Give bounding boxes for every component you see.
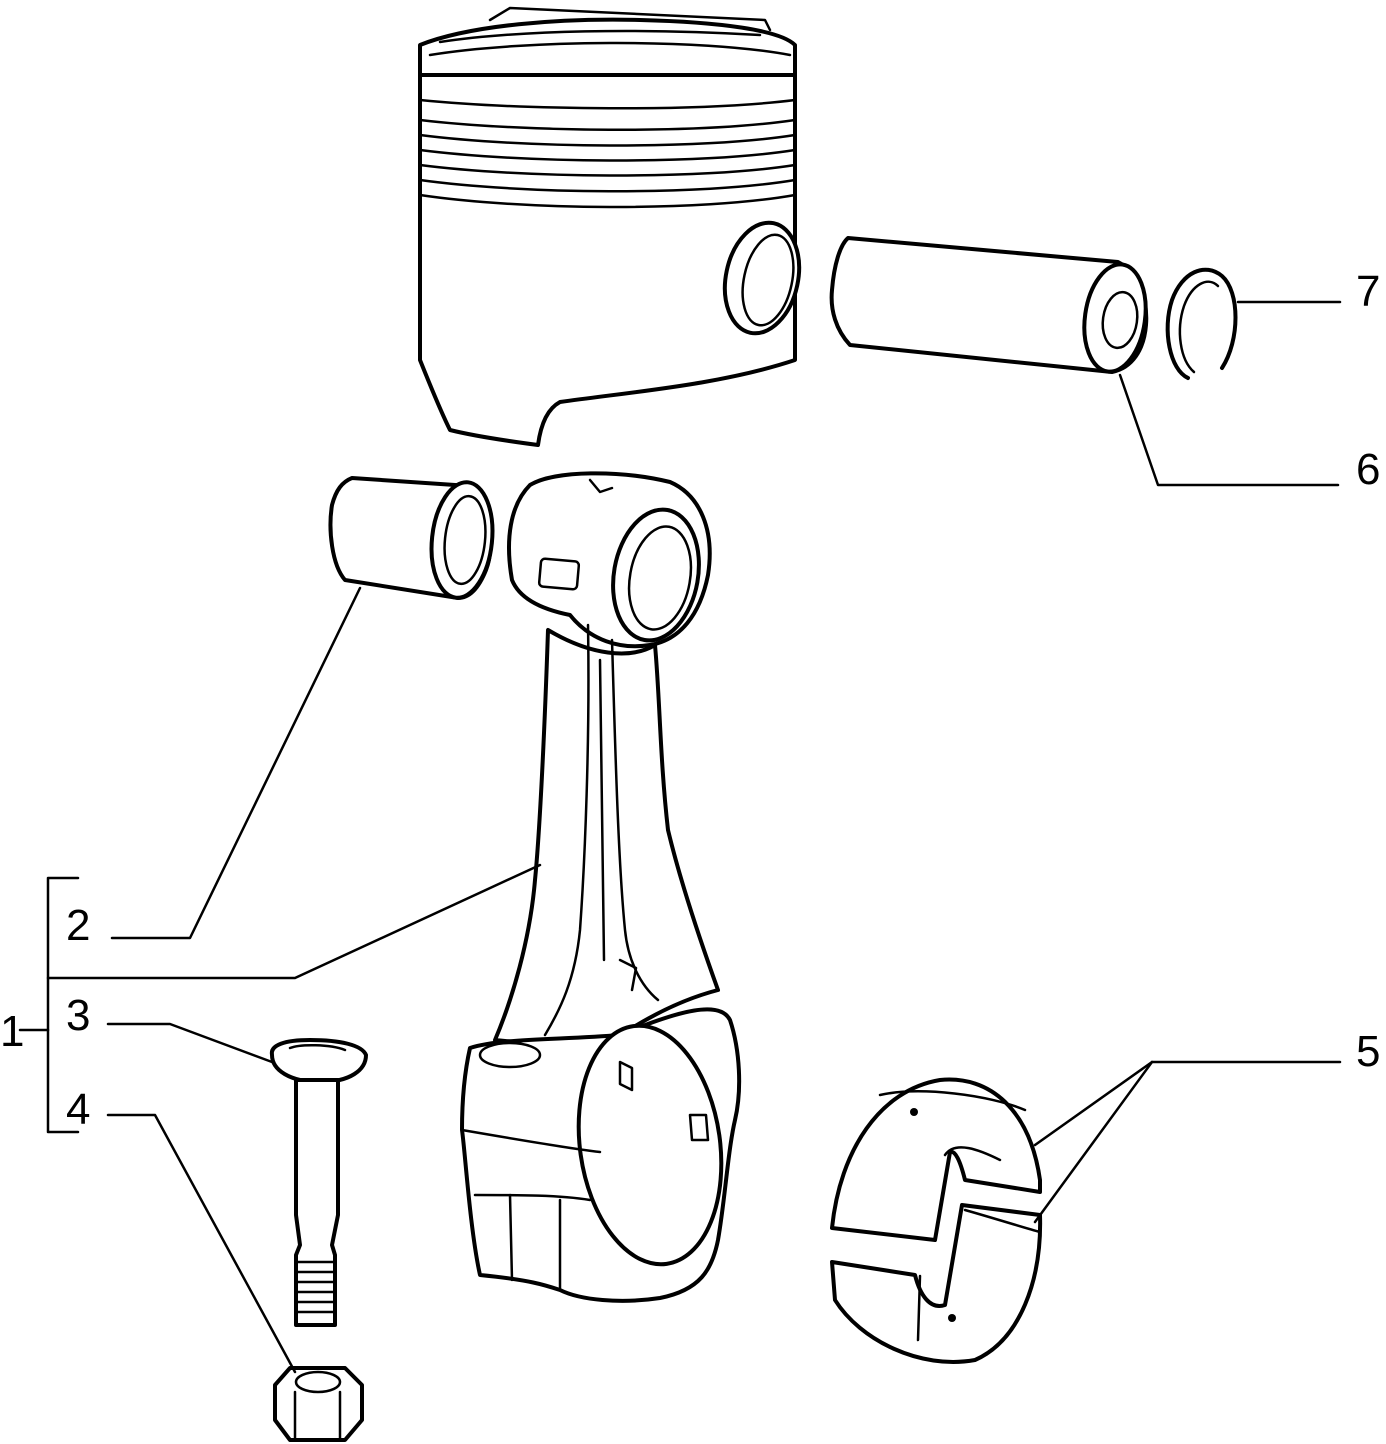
bearing-shells [830, 1077, 1043, 1364]
leader-4 [106, 1113, 297, 1374]
leader-rod [46, 863, 542, 980]
leader-lines [18, 300, 1342, 1374]
callout-numbers: 1 2 3 4 5 6 7 [0, 267, 1380, 1134]
leader-5a [1033, 1060, 1342, 1147]
leader-3 [106, 1022, 274, 1064]
callout-1: 1 [0, 1007, 24, 1056]
leader-2 [110, 586, 362, 940]
rod-nut [273, 1366, 364, 1442]
group-bracket [46, 876, 80, 1134]
callout-6: 6 [1356, 445, 1380, 494]
leader-5b [1033, 1060, 1154, 1224]
leader-6 [1118, 373, 1340, 487]
callout-4: 4 [66, 1085, 90, 1134]
callout-3: 3 [66, 991, 90, 1040]
piston [418, 6, 802, 447]
callout-7: 7 [1356, 267, 1380, 316]
circlip [1165, 267, 1238, 380]
rod-bolt [269, 1038, 368, 1327]
callout-5: 5 [1356, 1027, 1380, 1076]
piston-pin [829, 236, 1149, 374]
callout-2: 2 [66, 901, 90, 950]
connecting-rod [460, 471, 742, 1303]
small-end-bushing [328, 476, 495, 600]
